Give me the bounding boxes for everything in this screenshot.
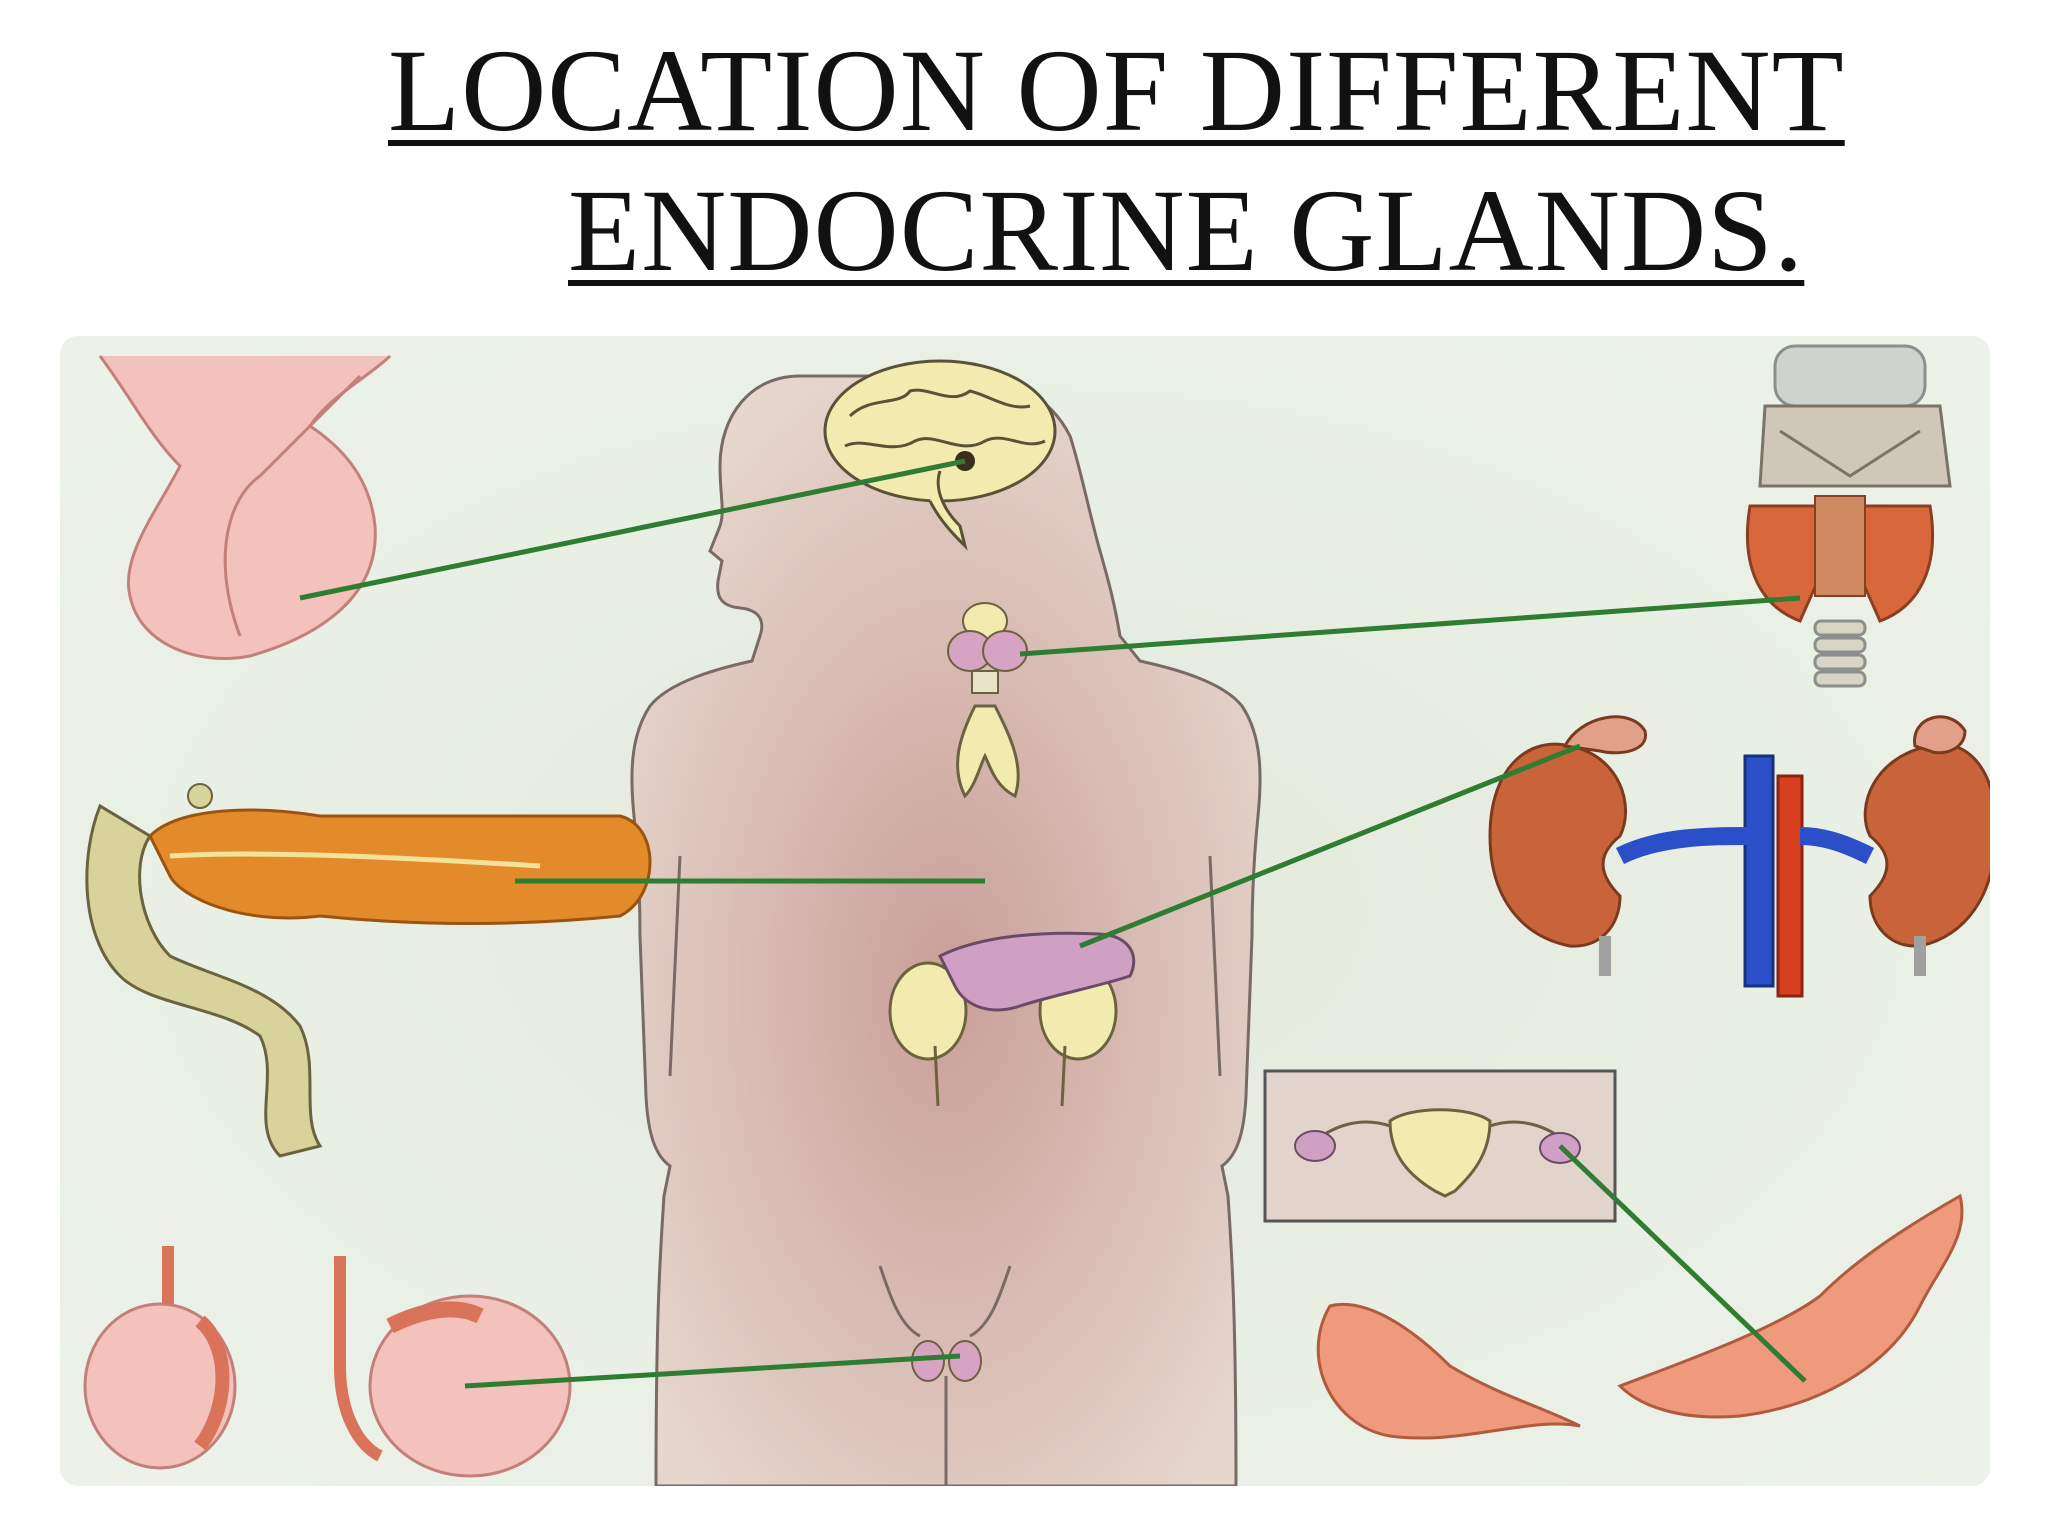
left-arm-line xyxy=(668,855,682,1077)
pointer-lines xyxy=(299,458,1807,1389)
pointer-thyroid xyxy=(1019,595,1801,657)
trachea xyxy=(1813,619,1867,688)
pointer-ovaries xyxy=(1558,1144,1807,1383)
pointer-testes xyxy=(464,1353,961,1389)
pancreas-gland xyxy=(85,783,652,1158)
adrenal-kidney-gland xyxy=(1488,715,1990,998)
title-line-2: ENDOCRINE GLANDS. xyxy=(568,165,1805,296)
thyroid-gland xyxy=(1745,344,1952,688)
pointer-pituitary xyxy=(299,458,966,601)
endocrine-diagram xyxy=(60,336,1990,1486)
brain xyxy=(823,359,1057,551)
pointer-adrenal xyxy=(1079,743,1581,949)
vena-cava xyxy=(1743,754,1775,988)
body-abdomen-glands xyxy=(888,931,1136,1107)
diagram-panel xyxy=(60,336,1990,1486)
ovaries-gland xyxy=(1316,1193,1964,1440)
title-line-1: LOCATION OF DIFFERENT xyxy=(388,25,1845,156)
human-body xyxy=(630,374,1262,1486)
body-testes xyxy=(911,1340,982,1382)
body-silhouette xyxy=(630,374,1262,1486)
body-thyroid xyxy=(947,602,1028,694)
groin-lines xyxy=(878,1265,1012,1338)
testes-gland xyxy=(83,1246,572,1478)
pituitary-gland xyxy=(98,354,392,660)
aorta xyxy=(1776,774,1804,998)
thymus xyxy=(956,704,1020,799)
